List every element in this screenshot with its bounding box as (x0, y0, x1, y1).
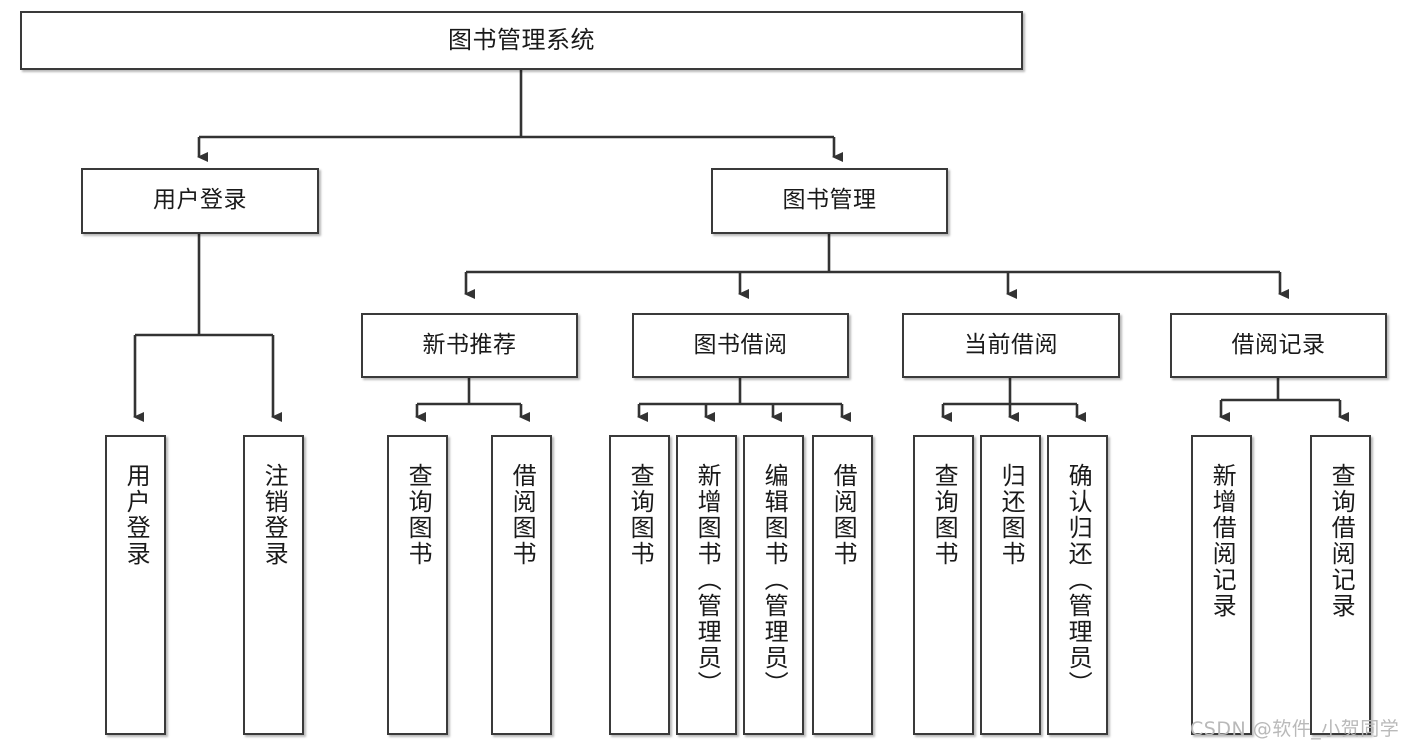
leaf-query-book-1-label: 查询图书 (404, 463, 433, 567)
node-current-borrow-label: 当前借阅 (964, 331, 1058, 358)
node-book-management-label: 图书管理 (782, 187, 877, 214)
node-borrow-record[interactable]: 借阅记录 (1170, 313, 1387, 378)
leaf-confirm-return-admin[interactable]: 确认归还（管理员） (1047, 435, 1108, 735)
node-root-label: 图书管理系统 (448, 26, 595, 55)
leaf-query-book-3[interactable]: 查询图书 (913, 435, 974, 735)
leaf-add-book-admin-label: 新增图书（管理员） (693, 463, 722, 697)
leaf-borrow-book-1-label: 借阅图书 (508, 463, 537, 567)
leaf-return-book[interactable]: 归还图书 (980, 435, 1041, 735)
node-root[interactable]: 图书管理系统 (20, 11, 1023, 70)
node-new-book-recommend-label: 新书推荐 (422, 331, 517, 358)
leaf-logout-login[interactable]: 注销登录 (243, 435, 304, 735)
leaf-query-borrow-record[interactable]: 查询借阅记录 (1310, 435, 1371, 735)
leaf-query-borrow-record-label: 查询借阅记录 (1327, 463, 1356, 619)
leaf-user-login[interactable]: 用户登录 (105, 435, 166, 735)
node-new-book-recommend[interactable]: 新书推荐 (361, 313, 578, 378)
leaf-query-book-2[interactable]: 查询图书 (609, 435, 670, 735)
node-book-borrow-label: 图书借阅 (693, 331, 788, 358)
leaf-edit-book-admin-label: 编辑图书（管理员） (760, 463, 789, 697)
leaf-edit-book-admin[interactable]: 编辑图书（管理员） (743, 435, 804, 735)
leaf-query-book-1[interactable]: 查询图书 (387, 435, 448, 735)
leaf-query-book-2-label: 查询图书 (626, 463, 655, 567)
leaf-return-book-label: 归还图书 (997, 463, 1026, 567)
leaf-logout-login-label: 注销登录 (260, 463, 289, 567)
leaf-add-borrow-record[interactable]: 新增借阅记录 (1191, 435, 1252, 735)
node-borrow-record-label: 借阅记录 (1231, 331, 1326, 358)
leaf-add-book-admin[interactable]: 新增图书（管理员） (676, 435, 737, 735)
leaf-confirm-return-admin-label: 确认归还（管理员） (1064, 463, 1093, 697)
leaf-borrow-book-2[interactable]: 借阅图书 (812, 435, 873, 735)
csdn-watermark: CSDN @软件_小贺同学 (1190, 718, 1400, 740)
leaf-user-login-label: 用户登录 (122, 463, 151, 567)
node-user-login-label: 用户登录 (153, 187, 247, 214)
node-book-management[interactable]: 图书管理 (711, 168, 948, 234)
leaf-query-book-3-label: 查询图书 (930, 463, 959, 567)
leaf-add-borrow-record-label: 新增借阅记录 (1208, 463, 1237, 619)
node-current-borrow[interactable]: 当前借阅 (902, 313, 1120, 378)
leaf-borrow-book-2-label: 借阅图书 (829, 463, 858, 567)
node-book-borrow[interactable]: 图书借阅 (632, 313, 849, 378)
leaf-borrow-book-1[interactable]: 借阅图书 (491, 435, 552, 735)
node-user-login[interactable]: 用户登录 (81, 168, 319, 234)
